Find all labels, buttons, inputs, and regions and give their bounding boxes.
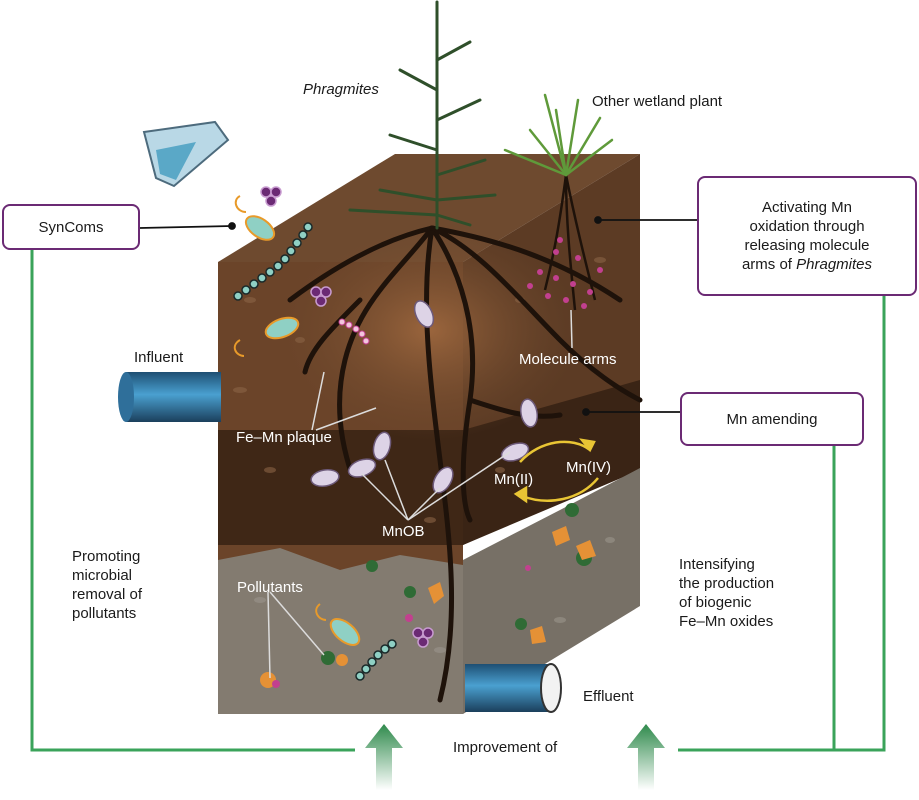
- activating-line4: arms of Phragmites: [742, 255, 872, 274]
- mn-amending-box: Mn amending: [680, 392, 864, 446]
- pollutants-label: Pollutants: [237, 579, 303, 596]
- other-plant-roots: [543, 174, 597, 311]
- mn-iv-label: Mn(IV): [566, 459, 611, 476]
- activating-line4-prefix: arms of: [741, 256, 797, 273]
- intensifying-line1: Intensifying: [679, 556, 755, 573]
- mnob-bacteria: [310, 300, 538, 494]
- intensifying-line3: of biogenic: [679, 594, 752, 611]
- syncoms-box: SynComs: [2, 204, 140, 250]
- effluent-label: Effluent: [583, 688, 634, 705]
- activating-mn-box: Activating Mn oxidation through releasin…: [697, 176, 917, 296]
- chain-bacteria-icon: [233, 222, 397, 681]
- promoting-line4: pollutants: [72, 605, 137, 622]
- promoting-line2: microbial: [72, 567, 133, 584]
- other-wetland-plant: [503, 93, 614, 177]
- influent-label: Influent: [134, 349, 184, 366]
- syncoms-label: SynComs: [38, 218, 104, 236]
- phragmites-label: Phragmites: [303, 81, 379, 98]
- up-arrow-icon: [365, 724, 665, 790]
- phragmites-plant: [348, 0, 497, 230]
- promoting-line1: Promoting: [72, 548, 141, 565]
- mnob-label: MnOB: [382, 523, 425, 540]
- improvement-label: Improvement of: [453, 739, 558, 756]
- promoting-line3: removal of: [72, 586, 143, 603]
- molecule-arms-dots: [527, 237, 603, 309]
- pollutant-particles: [260, 503, 596, 688]
- intensifying-line4: Fe–Mn oxides: [679, 613, 774, 630]
- intensifying-text: Intensifying the production of biogenic …: [679, 555, 774, 631]
- fe-mn-plaque-label: Fe–Mn plaque: [236, 429, 332, 446]
- soil-top-face: [218, 154, 640, 262]
- flask-icon: [142, 120, 230, 188]
- intensifying-line2: the production: [679, 575, 775, 592]
- influent-pipe-icon: [118, 372, 221, 422]
- bacteria-icon: [233, 195, 361, 646]
- effluent-pipe-icon: [465, 663, 562, 713]
- molecule-arms-label: Molecule arms: [519, 351, 617, 368]
- activating-line1: Activating Mn: [761, 199, 853, 216]
- cocci-cluster-icon: [260, 186, 434, 648]
- green-connector-lines: [30, 250, 886, 752]
- root-zone-glow: [280, 220, 580, 440]
- phragmites-roots: [287, 225, 643, 703]
- leader-lines: [267, 309, 573, 679]
- activating-line3: releasing molecule: [744, 237, 870, 254]
- pink-chain-bacteria: [338, 318, 370, 345]
- activating-line2: oxidation through: [749, 218, 865, 235]
- mn-cycle-arrows: [513, 438, 599, 504]
- promoting-text: Promoting microbial removal of pollutant…: [72, 547, 142, 623]
- black-leader-lines: [139, 216, 697, 416]
- mn-ii-label: Mn(II): [494, 471, 534, 488]
- activating-line4-italic: Phragmites: [796, 256, 873, 273]
- other-wetland-plant-label: Other wetland plant: [592, 93, 723, 110]
- mn-amending-label: Mn amending: [726, 410, 818, 428]
